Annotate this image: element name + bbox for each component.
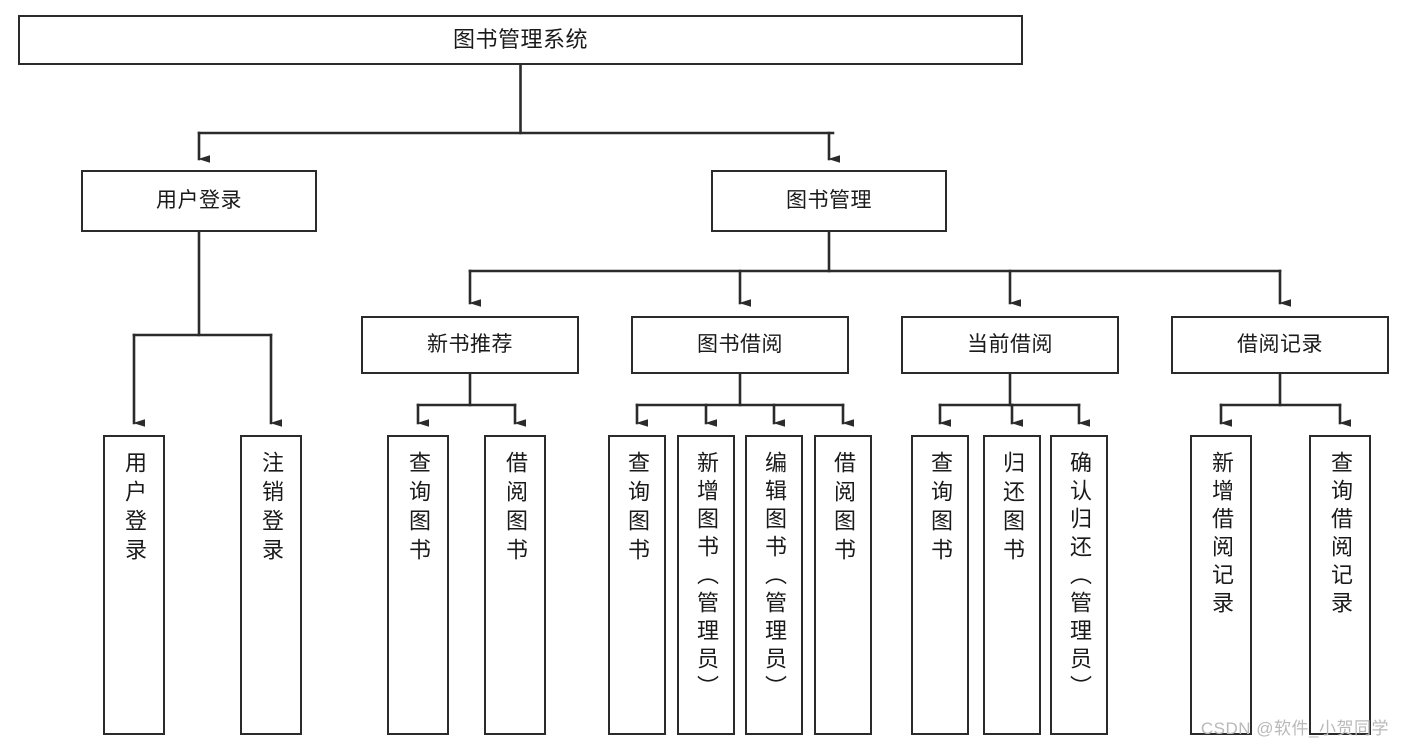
leaf-cur-return[interactable]: 归还图书 — [983, 435, 1041, 735]
leaf-rec-borrow[interactable]: 借阅图书 — [484, 435, 546, 735]
node-borrow-record-label: 借阅记录 — [1237, 333, 1323, 357]
leaf-brw-edit[interactable]: 编辑图书（管理员） — [745, 435, 803, 735]
leaf-brw-query[interactable]: 查询图书 — [608, 435, 666, 735]
leaf-brw-add-label: 新增图书（管理员） — [694, 451, 719, 703]
leaf-user-logout-label: 注销登录 — [259, 451, 284, 567]
node-book-manage[interactable]: 图书管理 — [711, 170, 947, 232]
leaf-brw-borrow[interactable]: 借阅图书 — [814, 435, 872, 735]
node-current-borrow[interactable]: 当前借阅 — [901, 316, 1119, 374]
leaf-rec-add-label: 新增借阅记录 — [1209, 451, 1234, 619]
leaf-rec-query2-label: 查询借阅记录 — [1328, 451, 1353, 619]
leaf-brw-add[interactable]: 新增图书（管理员） — [677, 435, 735, 735]
leaf-brw-edit-label: 编辑图书（管理员） — [762, 451, 787, 703]
node-current-borrow-label: 当前借阅 — [967, 333, 1053, 357]
leaf-user-login-label: 用户登录 — [122, 451, 147, 567]
leaf-brw-query-label: 查询图书 — [625, 451, 650, 567]
leaf-cur-query[interactable]: 查询图书 — [911, 435, 969, 735]
leaf-rec-query[interactable]: 查询图书 — [387, 435, 449, 735]
node-root-label: 图书管理系统 — [452, 26, 588, 52]
leaf-cur-query-label: 查询图书 — [928, 451, 953, 567]
leaf-brw-borrow-label: 借阅图书 — [831, 451, 856, 567]
leaf-cur-confirm-label: 确认归还（管理员） — [1067, 451, 1092, 703]
leaf-user-logout[interactable]: 注销登录 — [240, 435, 302, 735]
node-user-login[interactable]: 用户登录 — [81, 170, 317, 232]
node-new-book-rec[interactable]: 新书推荐 — [361, 316, 579, 374]
node-book-borrow-label: 图书借阅 — [697, 333, 783, 357]
node-new-book-rec-label: 新书推荐 — [427, 333, 513, 357]
csdn-watermark: CSDN @软件_小贺同学 — [1200, 719, 1389, 738]
node-root[interactable]: 图书管理系统 — [18, 15, 1023, 65]
leaf-user-login[interactable]: 用户登录 — [103, 435, 165, 735]
leaf-cur-return-label: 归还图书 — [1000, 451, 1025, 567]
leaf-rec-query2[interactable]: 查询借阅记录 — [1309, 435, 1371, 735]
leaf-cur-confirm[interactable]: 确认归还（管理员） — [1050, 435, 1108, 735]
node-borrow-record[interactable]: 借阅记录 — [1171, 316, 1389, 374]
leaf-rec-borrow-label: 借阅图书 — [503, 451, 528, 567]
node-user-login-label: 用户登录 — [156, 189, 242, 213]
node-book-manage-label: 图书管理 — [786, 189, 872, 213]
leaf-rec-query-label: 查询图书 — [406, 451, 431, 567]
leaf-rec-add[interactable]: 新增借阅记录 — [1190, 435, 1252, 735]
node-book-borrow[interactable]: 图书借阅 — [631, 316, 849, 374]
